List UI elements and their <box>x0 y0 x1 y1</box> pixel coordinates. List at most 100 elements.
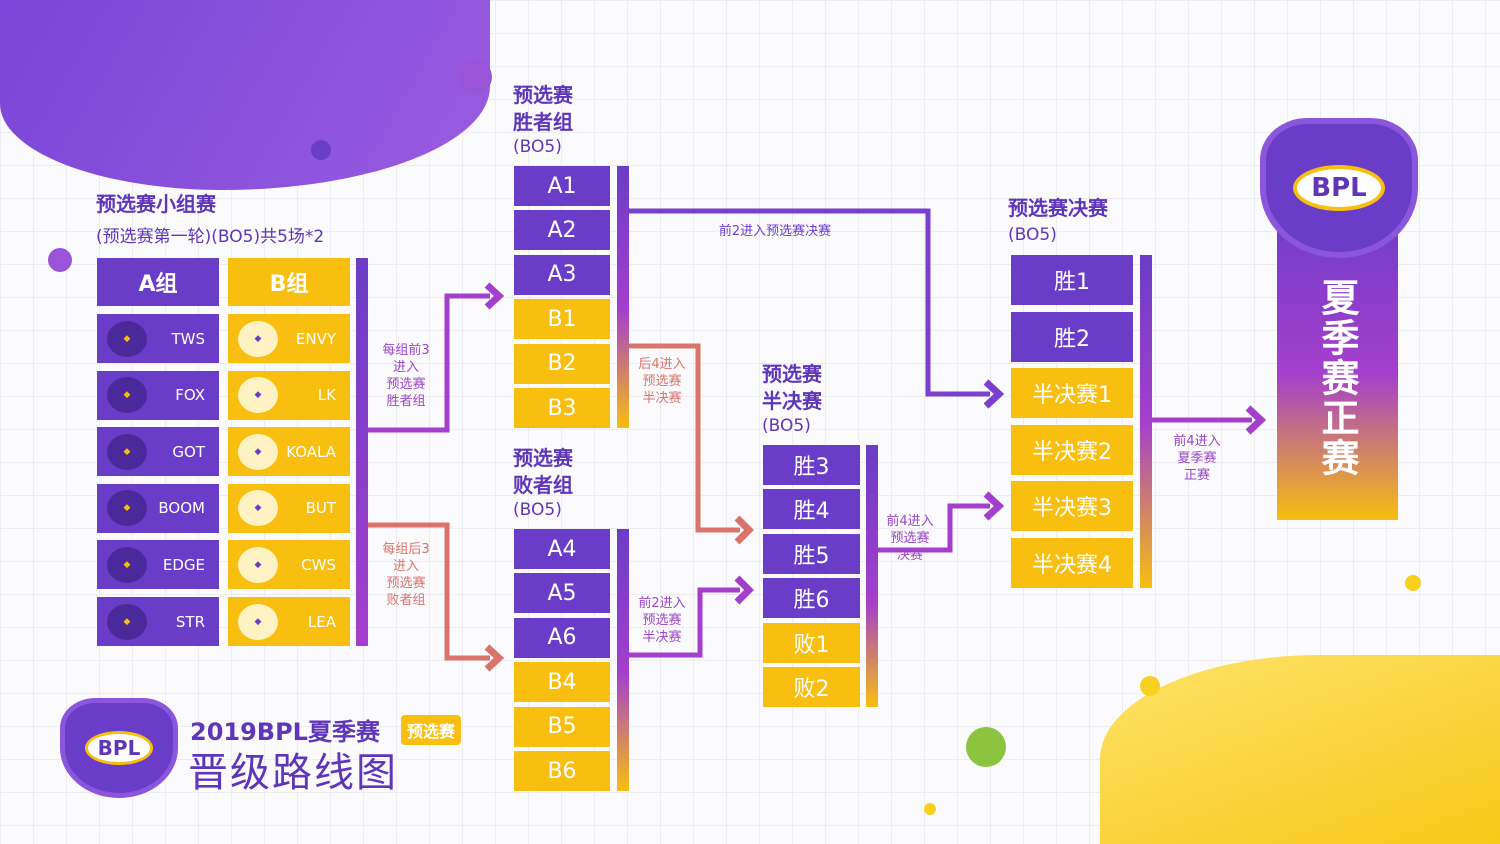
purple-blob-decoration <box>0 0 490 190</box>
bracket-slot: A5 <box>514 573 610 614</box>
team-row: ◆ BOOM <box>97 483 219 533</box>
team-name: LK <box>317 386 336 405</box>
bracket-slot: A6 <box>514 617 610 658</box>
team-row: ◆ FOX <box>97 370 219 420</box>
team-name: BOOM <box>158 499 205 518</box>
team-name: BUT <box>305 499 336 518</box>
team-logo-icon: ◆ <box>107 377 147 414</box>
team-name: STR <box>175 612 205 631</box>
bracket-slot: A2 <box>514 210 610 251</box>
winners-to-semi-label: 后4进入预选赛半决赛 <box>638 357 686 406</box>
team-row: ◆ STR <box>97 597 219 646</box>
bracket-slot: 胜1 <box>1011 255 1133 305</box>
bpl-logo-icon: BPL <box>1260 118 1418 258</box>
winners-title: 预选赛胜者组 <box>513 83 573 134</box>
team-logo-icon: ◆ <box>238 603 278 640</box>
team-name: TWS <box>171 329 205 348</box>
winners-to-final-label: 前2进入预选赛决赛 <box>718 224 832 239</box>
main-event-label: 夏季赛正赛 <box>1315 277 1359 478</box>
team-row: ◆ CWS <box>228 540 350 590</box>
team-name: EDGE <box>162 555 205 574</box>
team-logo-icon: ◆ <box>238 546 278 583</box>
final-title: 预选赛决赛 <box>1008 196 1108 220</box>
bracket-slot: 胜2 <box>1011 311 1133 362</box>
bracket-slot: 半决赛4 <box>1011 538 1133 588</box>
bracket-slot: 胜5 <box>763 533 860 574</box>
yellow-dot-decoration <box>1405 575 1421 591</box>
final-bar <box>1140 255 1152 588</box>
team-name: GOT <box>172 442 205 461</box>
losers-format: (BO5) <box>513 500 562 520</box>
bracket-slot: 半决赛1 <box>1011 368 1133 419</box>
team-name: FOX <box>175 386 205 405</box>
purple-dot-decoration <box>48 248 72 272</box>
bracket-slot: 败1 <box>763 622 860 663</box>
final-format: (BO5) <box>1008 225 1057 245</box>
losers-title: 预选赛败者组 <box>513 446 573 497</box>
semi-format: (BO5) <box>762 416 811 436</box>
footer-badge: 预选赛 <box>401 715 462 745</box>
bracket-slot: B3 <box>514 388 610 428</box>
team-row: ◆ TWS <box>97 314 219 363</box>
bracket-slot: 败2 <box>763 667 860 707</box>
bracket-slot: 半决赛2 <box>1011 424 1133 475</box>
purple-dot-decoration <box>458 60 492 94</box>
footer-subtitle: 晋级路线图 <box>188 750 398 796</box>
group-stage-subtitle: (预选赛第一轮)(BO5)共5场*2 <box>96 227 325 247</box>
team-row: ◆ KOALA <box>228 427 350 477</box>
purple-dot-decoration <box>311 140 331 160</box>
team-logo-icon: ◆ <box>107 433 147 470</box>
team-logo-icon: ◆ <box>107 546 147 583</box>
team-logo-icon: ◆ <box>238 377 278 414</box>
team-logo-icon: ◆ <box>238 490 278 527</box>
footer-logo-text: BPL <box>84 731 154 765</box>
yellow-blob-decoration <box>1100 655 1500 844</box>
group-stage-bar <box>356 258 368 646</box>
green-dot-decoration <box>966 727 1006 767</box>
losers-bar <box>617 529 629 791</box>
yellow-dot-decoration <box>924 803 936 815</box>
team-row: ◆ BUT <box>228 483 350 533</box>
bracket-slot: A4 <box>514 529 610 569</box>
bracket-slot: B1 <box>514 299 610 340</box>
group-b-header: B组 <box>228 258 350 306</box>
bracket-slot: A3 <box>514 254 610 295</box>
group-a-header: A组 <box>97 258 219 306</box>
team-row: ◆ LEA <box>228 597 350 646</box>
semi-to-final-label: 前4进入预选赛决赛 <box>886 514 934 563</box>
team-logo-icon: ◆ <box>107 490 147 527</box>
bracket-slot: A1 <box>514 166 610 206</box>
bracket-slot: B2 <box>514 343 610 384</box>
semi-bar <box>866 445 878 707</box>
team-row: ◆ EDGE <box>97 540 219 590</box>
team-name: KOALA <box>286 442 336 461</box>
team-name: LEA <box>307 612 336 631</box>
semi-title: 预选赛半决赛 <box>762 362 822 413</box>
bracket-slot: B5 <box>514 706 610 747</box>
bracket-slot: 胜3 <box>763 445 860 485</box>
winners-bar <box>617 166 629 428</box>
bracket-slot: B4 <box>514 662 610 703</box>
final-to-main-label: 前4进入夏季赛正赛 <box>1173 434 1221 483</box>
team-name: ENVY <box>295 329 336 348</box>
winners-format: (BO5) <box>513 137 562 157</box>
bracket-slot: 半决赛3 <box>1011 481 1133 532</box>
team-logo-icon: ◆ <box>107 320 147 357</box>
bpl-logo-text: BPL <box>1293 165 1385 211</box>
yellow-dot-decoration <box>1140 676 1160 696</box>
footer-bpl-logo-icon: BPL <box>60 698 178 798</box>
bracket-slot: 胜6 <box>763 578 860 619</box>
bracket-slot: 胜4 <box>763 489 860 530</box>
team-row: ◆ ENVY <box>228 314 350 363</box>
group-stage-title: 预选赛小组赛 <box>96 192 216 216</box>
team-row: ◆ GOT <box>97 427 219 477</box>
bracket-slot: B6 <box>514 751 610 791</box>
team-logo-icon: ◆ <box>107 603 147 640</box>
team-row: ◆ LK <box>228 370 350 420</box>
team-logo-icon: ◆ <box>238 320 278 357</box>
team-logo-icon: ◆ <box>238 433 278 470</box>
team-name: CWS <box>301 555 336 574</box>
